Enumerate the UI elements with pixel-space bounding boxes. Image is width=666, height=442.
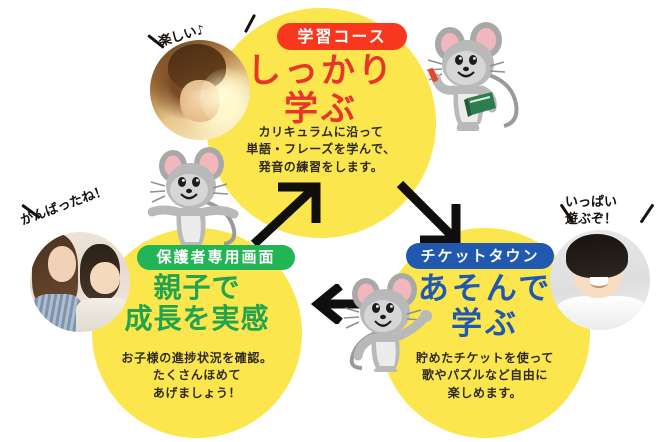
photo-child xyxy=(150,40,250,140)
headline-parent-screen: 親子で 成長を実感 xyxy=(124,271,270,336)
badge-learn-course[interactable]: 学習コース xyxy=(277,23,407,50)
arrow-learn-to-ticket-icon xyxy=(396,180,461,245)
description-ticket-town: 貯めたチケットを使って 歌やパズルなど自由に 楽しめます。 xyxy=(415,351,554,400)
photo-parent-and-child xyxy=(30,232,130,332)
mouse-with-book-icon xyxy=(426,22,519,132)
mouse-waving-icon xyxy=(344,273,432,372)
description-learn-course: カリキュラムに沿って 単語・フレーズを学んで、 発音の練習をします。 xyxy=(246,125,396,174)
arrow-parent-to-learn-icon xyxy=(250,182,321,248)
badge-ticket-town[interactable]: チケットタウン xyxy=(406,243,554,269)
callout-play-lots-tick-right xyxy=(639,203,655,224)
photo-boy xyxy=(550,230,650,330)
callout-play-lots: いっぱい 遊ぶぞ！ xyxy=(565,178,617,229)
headline-learn-course: しっかり 学ぶ xyxy=(247,51,395,130)
callout-play-lots-text: いっぱい 遊ぶぞ！ xyxy=(565,194,618,227)
callout-good-job: がんばったね！ xyxy=(13,167,110,230)
mouse-cheering-icon xyxy=(148,147,239,248)
headline-ticket-town: あそんで 学ぶ xyxy=(417,271,553,342)
callout-good-job-text: がんばったね！ xyxy=(18,183,110,229)
badge-parent-screen[interactable]: 保護者専用画面 xyxy=(137,245,295,270)
description-parent-screen: お子様の進捗状況を確認。 たくさんほめて あげましょう！ xyxy=(121,351,273,400)
